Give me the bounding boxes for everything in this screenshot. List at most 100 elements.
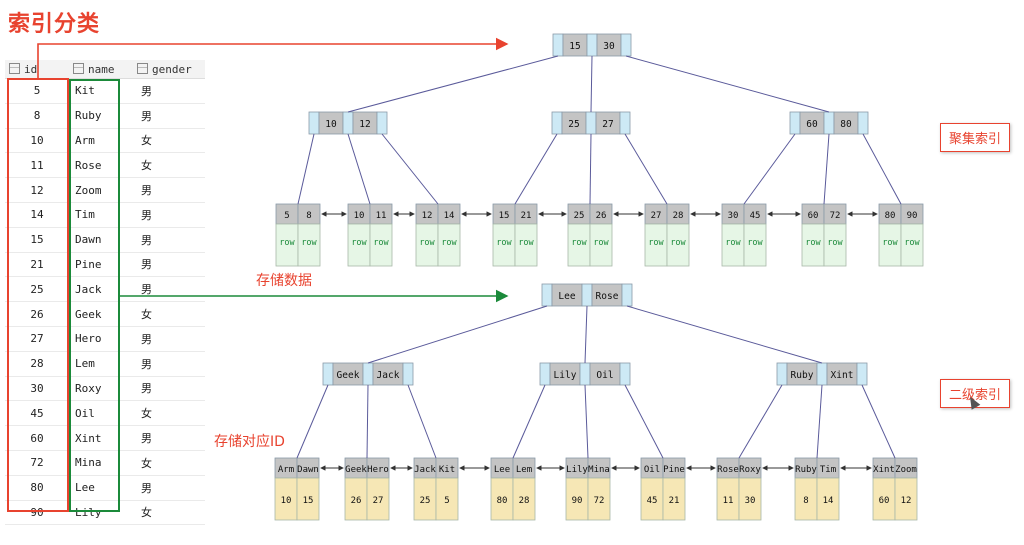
cell-gender: 男: [133, 78, 205, 104]
column-header-id[interactable]: id: [5, 60, 69, 79]
cell-id: 5: [5, 78, 69, 104]
clustered-inner-node-key-text: 27: [602, 119, 613, 130]
cell-gender: 男: [133, 227, 205, 253]
tree-edge: [626, 305, 823, 364]
tree-edge: [584, 305, 588, 364]
cell-name: Zoom: [69, 177, 133, 203]
clustered-leaf-node-key-text: 28: [673, 211, 684, 221]
secondary-inner-node-key-text: Ruby: [791, 370, 814, 381]
secondary-leaf-node-id-text: 28: [519, 496, 530, 506]
secondary-leaf-node-key-text: Lee: [494, 465, 510, 475]
clustered-root-node-pointer: [552, 33, 564, 57]
secondary-leaf-node-value: [366, 477, 390, 521]
cell-gender: 女: [133, 500, 205, 526]
secondary-root-node-pointer: [621, 283, 633, 307]
cell-id: 30: [5, 376, 69, 402]
clustered-leaf-node-value: [514, 223, 538, 267]
secondary-leaf-node-id-text: 72: [594, 496, 605, 506]
cell-gender: 男: [133, 252, 205, 278]
tree-edge: [624, 384, 664, 459]
clustered-root-node-key-text: 15: [569, 41, 580, 52]
cell-id: 11: [5, 152, 69, 179]
cell-id: 15: [5, 227, 69, 253]
tree-edge: [590, 55, 593, 113]
secondary-leaf-node-id-text: 14: [823, 496, 834, 506]
tree-edge: [381, 133, 439, 205]
column-header-name[interactable]: name: [69, 60, 133, 79]
secondary-root-node-pointer: [581, 283, 593, 307]
tree-edge: [861, 384, 896, 459]
clustered-leaf-node-key-text: 15: [499, 211, 510, 221]
secondary-leaf-node-value: [296, 477, 320, 521]
tree-edge: [743, 133, 796, 205]
clustered-leaf-node-value: [743, 223, 767, 267]
clustered-inner-node-pointer: [551, 111, 563, 135]
cell-name: Arm: [69, 128, 133, 154]
secondary-leaf-node-key-text: Lily: [566, 465, 588, 475]
tree-edge: [624, 133, 668, 205]
clustered-leaf-node-key-text: 14: [444, 211, 455, 221]
cell-id: 27: [5, 326, 69, 352]
secondary-inner-node-pointer: [579, 362, 591, 386]
secondary-leaf-node-id-text: 45: [647, 496, 658, 506]
secondary-inner-node-key-text: Geek: [337, 370, 360, 381]
secondary-leaf-node-value: [435, 477, 459, 521]
tree-edge: [407, 384, 437, 459]
cell-gender: 女: [133, 152, 205, 179]
clustered-leaf-node-key-text: 80: [885, 211, 896, 221]
clustered-leaf-node-row-text: row: [593, 238, 609, 248]
clustered-inner-node-pointer: [823, 111, 835, 135]
secondary-leaf-node-value: [587, 477, 611, 521]
cell-id: 60: [5, 425, 69, 451]
tree-edge: [366, 384, 369, 459]
secondary-leaf-node-value: [512, 477, 536, 521]
secondary-leaf-node-id-text: 30: [745, 496, 756, 506]
clustered-leaf-node-value: [823, 223, 847, 267]
clustered-leaf-node-value: [369, 223, 393, 267]
column-header-gender[interactable]: gender: [133, 60, 205, 79]
table-header-row: id name gender: [5, 60, 205, 79]
secondary-inner-node-key-text: Xint: [831, 370, 854, 381]
secondary-leaf-node-value: [662, 477, 686, 521]
clustered-leaf-node-row-text: row: [648, 238, 664, 248]
cell-name: Geek: [69, 301, 133, 327]
tree-edge: [296, 384, 329, 459]
clustered-leaf-node-row-text: row: [805, 238, 821, 248]
cell-name: Lily: [69, 500, 133, 526]
clustered-inner-node-key-text: 10: [325, 119, 337, 130]
tree-edge: [862, 133, 902, 205]
secondary-leaf-node-value: [894, 477, 918, 521]
cell-name: Ruby: [69, 103, 133, 129]
secondary-leaf-node-key-text: Geek: [345, 465, 367, 475]
clustered-leaf-node-row-text: row: [571, 238, 587, 248]
secondary-leaf-node-value: [816, 477, 840, 521]
clustered-leaf-node-row-text: row: [670, 238, 686, 248]
cell-name: Oil: [69, 400, 133, 427]
cell-gender: 男: [133, 326, 205, 352]
secondary-leaf-node-id-text: 12: [901, 496, 912, 506]
clustered-leaf-node-key-text: 72: [830, 211, 841, 221]
tree-edge: [367, 305, 548, 364]
secondary-inner-node-key-text: Oil: [596, 370, 613, 381]
secondary-leaf-node-key-text: Rose: [717, 465, 739, 475]
secondary-leaf-node-value: [738, 477, 762, 521]
